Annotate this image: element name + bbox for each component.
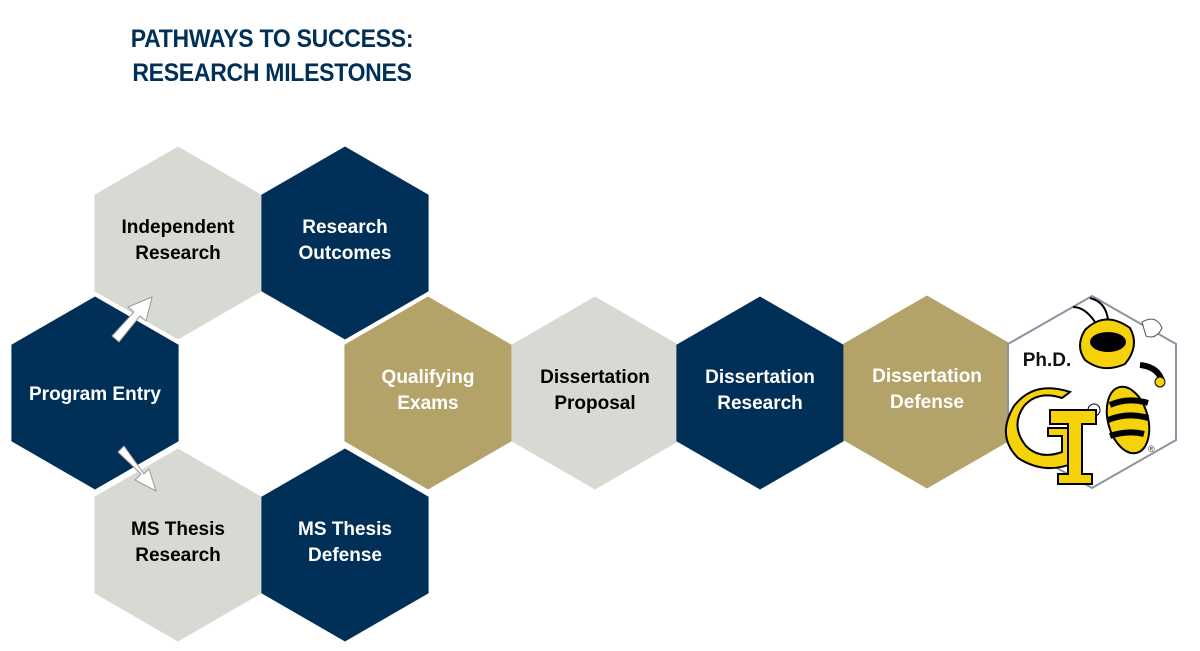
hexagon-shape <box>344 296 512 490</box>
hexagon-shape <box>261 448 429 642</box>
title-line-2: RESEARCH MILESTONES <box>132 59 412 87</box>
hexagon-shape <box>843 295 1011 489</box>
phd-label: Ph.D. <box>1023 350 1072 371</box>
milestone-label: Dissertation <box>872 366 982 387</box>
hexagon-shape <box>94 448 262 642</box>
title-line-1: PATHWAYS TO SUCCESS: <box>130 25 414 53</box>
milestone-label: MS Thesis <box>298 519 392 540</box>
milestone-label: Independent <box>122 217 236 238</box>
milestone-label: Defense <box>308 545 382 566</box>
milestone-label: Research <box>717 393 803 414</box>
milestone-label: Program Entry <box>29 384 161 405</box>
milestone-label: Research <box>135 243 221 264</box>
gt-buzz-logo: ® <box>1005 297 1166 485</box>
arrow-to-ms-thesis-research <box>117 445 157 493</box>
milestone-label: Research <box>135 545 221 566</box>
milestone-label: Outcomes <box>299 243 392 264</box>
hexagon-shape <box>261 146 429 340</box>
milestone-label: Proposal <box>554 393 635 414</box>
milestone-label: Dissertation <box>705 367 815 388</box>
milestone-label: Dissertation <box>540 367 650 388</box>
page-title: PATHWAYS TO SUCCESS: RESEARCH MILESTONES <box>88 22 456 90</box>
hexagon-shape <box>511 296 679 490</box>
milestone-label: Research <box>302 217 388 238</box>
phd-hexagon: Ph.D. ® <box>1005 294 1177 490</box>
milestone-program-entry: Program Entry <box>11 296 179 490</box>
hexagon-shape <box>676 296 844 490</box>
hexagon-shape <box>11 296 179 490</box>
milestone-label: MS Thesis <box>131 519 225 540</box>
milestone-label: Exams <box>397 393 458 414</box>
hexagon-shape <box>94 146 262 340</box>
arrow-to-independent-research <box>111 296 153 343</box>
milestone-label: Qualifying <box>382 367 475 388</box>
milestone-label: Defense <box>890 392 964 413</box>
registered-mark: ® <box>1148 444 1155 454</box>
